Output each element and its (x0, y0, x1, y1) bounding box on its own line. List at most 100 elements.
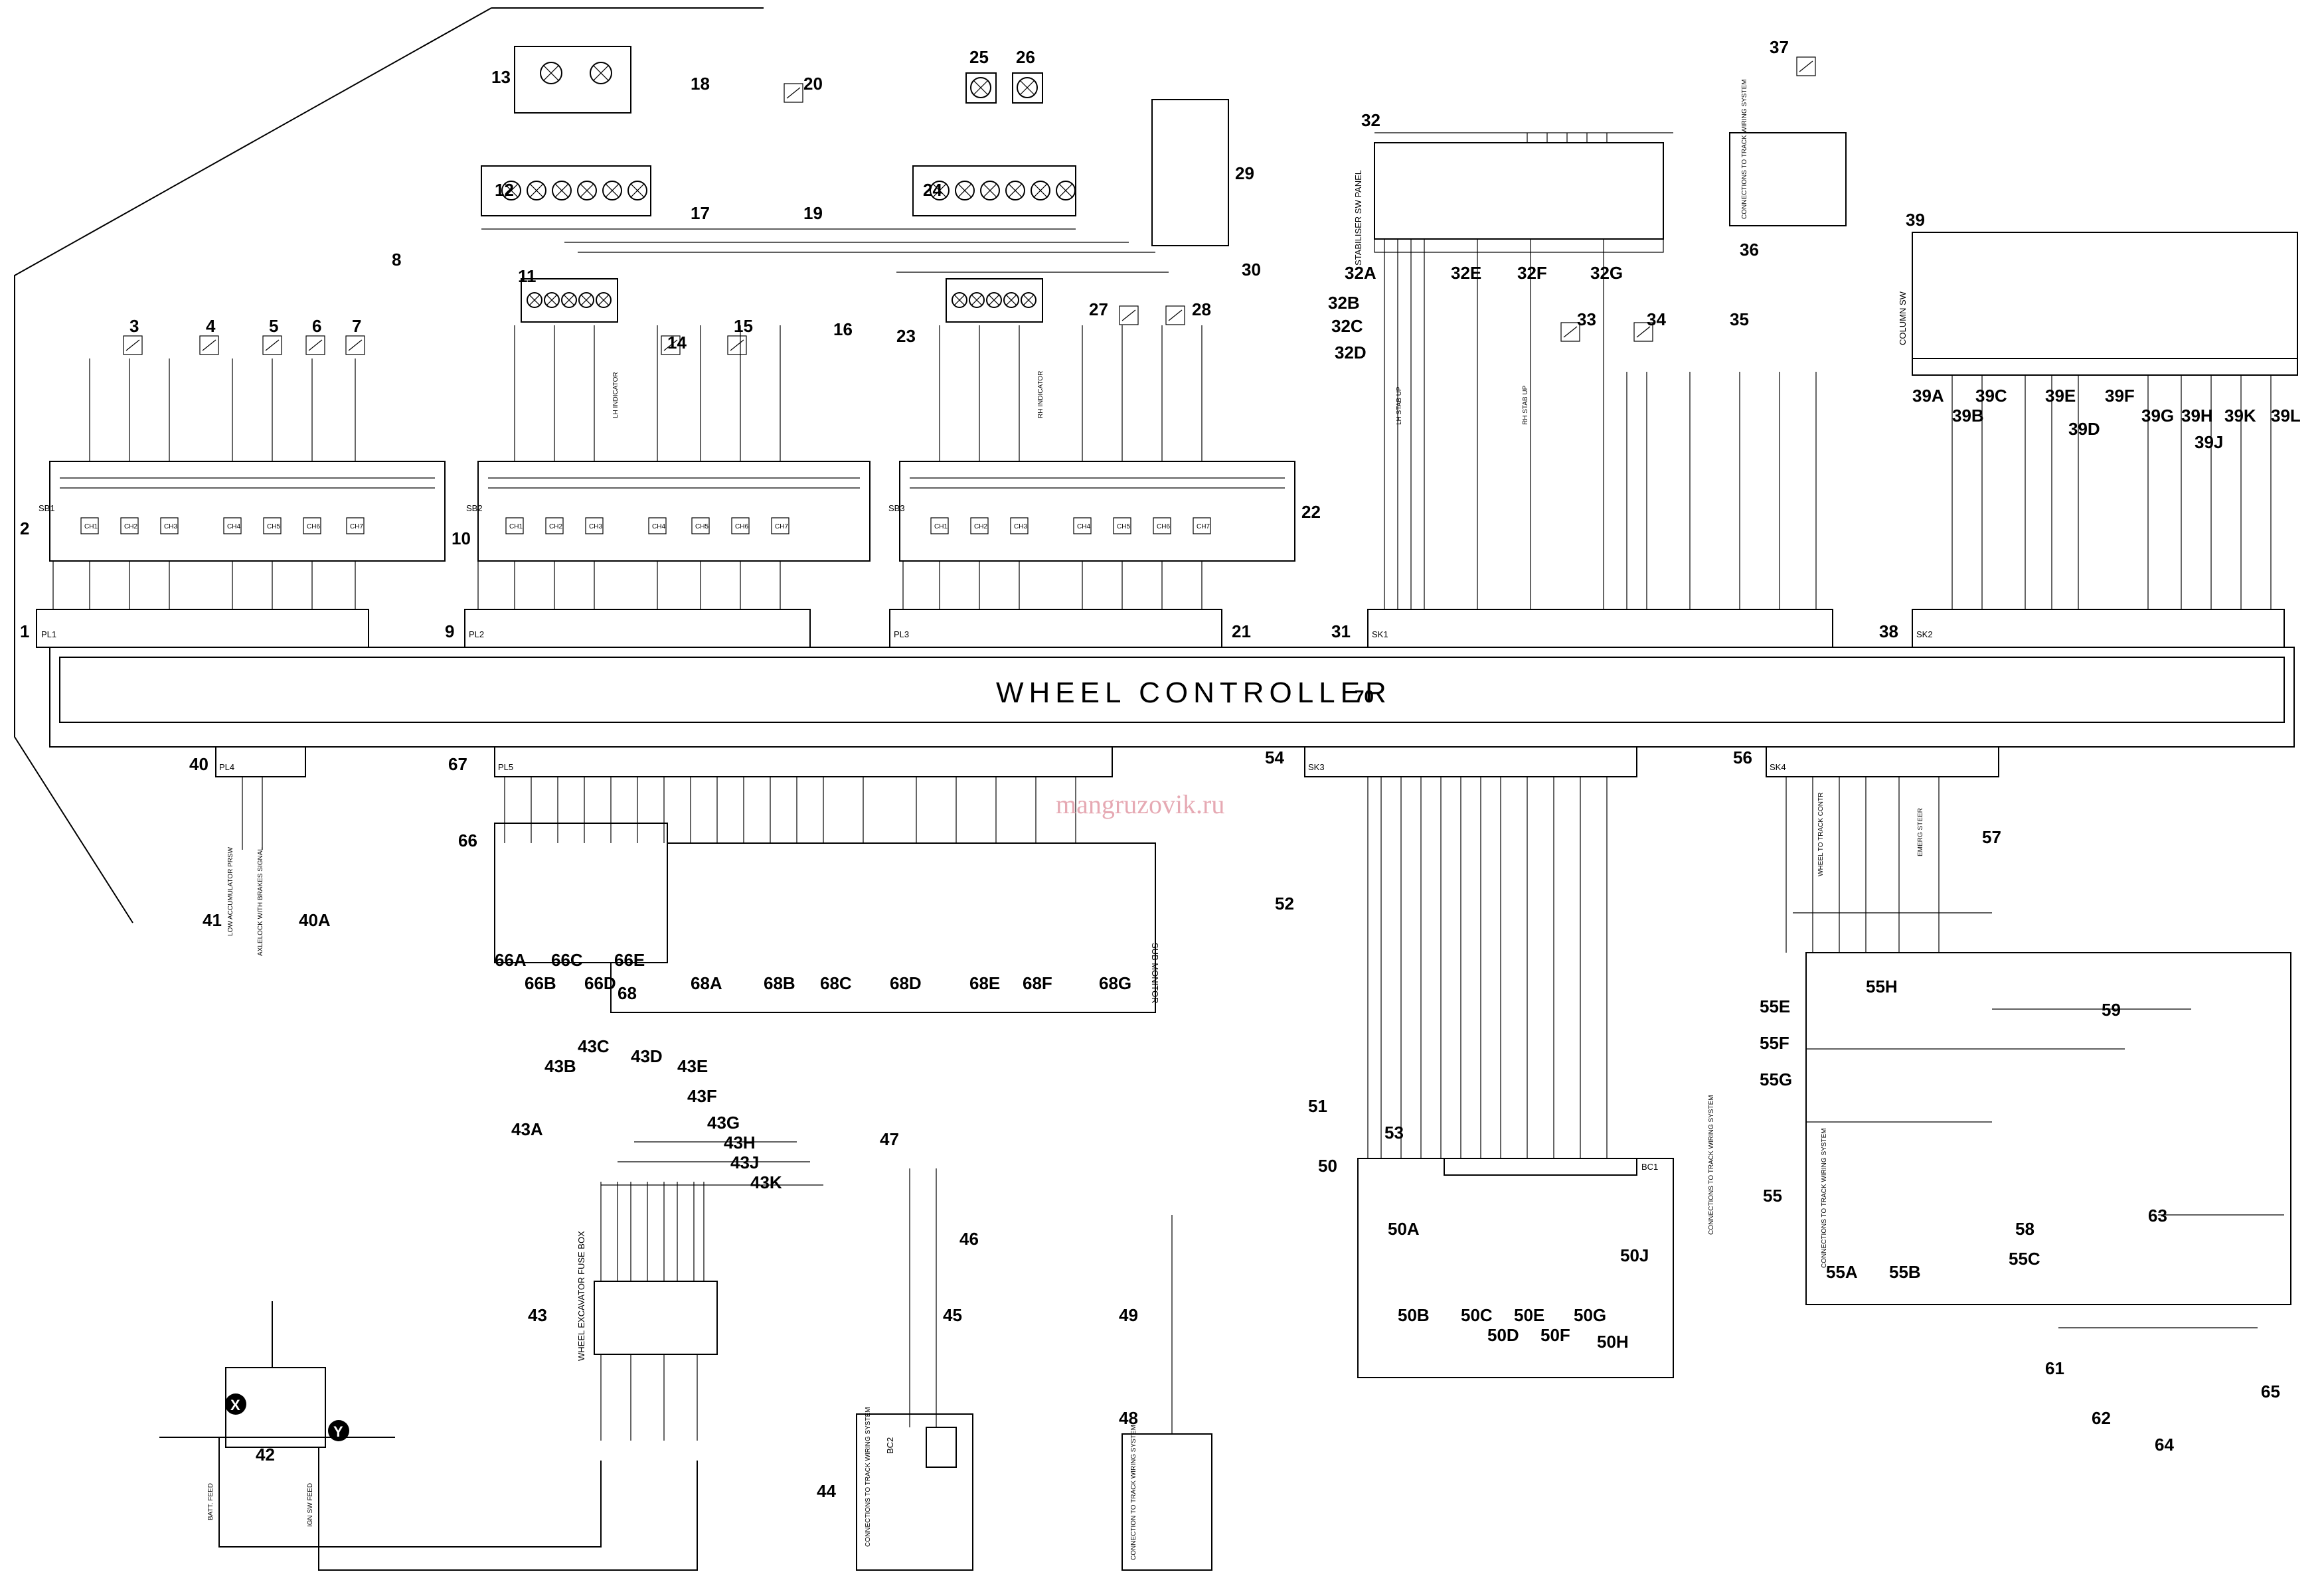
switch-icon (1560, 322, 1580, 342)
channel-box (930, 517, 949, 534)
led-group-66 (494, 823, 668, 963)
lamp-icon (577, 181, 597, 200)
switch-icon (1165, 305, 1185, 325)
callout-68a: 68A (691, 973, 722, 993)
callout-59: 59 (2102, 1000, 2121, 1020)
callout-30: 30 (1242, 260, 1261, 279)
pl3-label: PL3 (894, 629, 909, 639)
callout-48: 48 (1119, 1408, 1138, 1428)
callout-64: 64 (2155, 1435, 2174, 1455)
callout-55c: 55C (2009, 1249, 2040, 1269)
channel-label: CH3 (1014, 523, 1027, 530)
callout-52: 52 (1275, 894, 1294, 913)
sb1-label: SB1 (39, 503, 55, 513)
connector-sk1 (1367, 609, 1833, 648)
callout-25: 25 (969, 47, 989, 67)
channel-label: CH6 (735, 523, 748, 530)
switch-icon (345, 335, 365, 355)
callout-22: 22 (1301, 502, 1321, 522)
lamp-icon (527, 181, 546, 200)
connector-sk3 (1304, 746, 1637, 777)
callout-67: 67 (448, 754, 467, 774)
channel-label: CH3 (589, 523, 602, 530)
wire-runs (52, 132, 2284, 1441)
channel-label: CH7 (1197, 523, 1210, 530)
switch-icon (1796, 56, 1816, 76)
callout-68: 68 (618, 983, 637, 1003)
callout-50j: 50J (1620, 1245, 1649, 1265)
terminal-y-label: Y (333, 1423, 343, 1440)
callout-26: 26 (1016, 47, 1035, 67)
lamp-icon (544, 292, 560, 308)
channel-label: CH7 (775, 523, 788, 530)
callout-35: 35 (1730, 309, 1749, 329)
callout-43g: 43G (707, 1113, 740, 1133)
callout-54: 54 (1265, 748, 1284, 767)
channel-label: CH5 (267, 523, 280, 530)
callout-39e: 39E (2045, 386, 2076, 406)
outer-border (14, 7, 492, 923)
callout-17: 17 (691, 203, 710, 223)
connection-block-48 (1121, 1433, 1212, 1571)
switch-icon (305, 335, 325, 355)
lamp-icon (969, 292, 985, 308)
callout-21: 21 (1232, 621, 1251, 641)
callout-43b: 43B (544, 1056, 576, 1076)
callout-63: 63 (2148, 1206, 2167, 1226)
bc1-label: BC1 (1641, 1162, 1658, 1172)
channel-box (648, 517, 667, 534)
switch-bank-sb1 (49, 461, 446, 562)
channel-box (80, 517, 99, 534)
callout-39a: 39A (1912, 386, 1944, 406)
callout-55b: 55B (1889, 1262, 1921, 1282)
callout-39: 39 (1906, 210, 1925, 230)
callout-1: 1 (20, 621, 29, 641)
callout-31: 31 (1331, 621, 1351, 641)
sb3-label: SB3 (888, 503, 905, 513)
callout-66e: 66E (614, 950, 645, 970)
lamp-icon (561, 292, 577, 308)
lamp-icon (596, 292, 612, 308)
callout-40a: 40A (299, 910, 331, 930)
lamp-icon (501, 181, 521, 200)
callout-58: 58 (2015, 1219, 2034, 1239)
lamp-group-12 (481, 165, 651, 216)
low-accumulator-label: LOW ACCUMULATOR PRSW (227, 846, 234, 936)
connector-pl3 (889, 609, 1222, 648)
connection-block-36 (1729, 132, 1847, 226)
stabiliser-panel-label: STABILISER SW PANEL (1353, 170, 1363, 266)
channel-box (585, 517, 604, 534)
wheel-controller-title: WHEEL CONTROLLER (996, 676, 1392, 709)
callout-43f: 43F (687, 1086, 717, 1106)
rh-stab-up-label: RH STAB UP (1522, 385, 1529, 425)
callout-40: 40 (189, 754, 208, 774)
callout-37: 37 (1770, 37, 1789, 57)
callout-38: 38 (1879, 621, 1898, 641)
callout-43j: 43J (730, 1152, 759, 1172)
channel-box (303, 517, 321, 534)
sk4-label: SK4 (1770, 762, 1786, 772)
lamp-icon (540, 62, 562, 84)
lamp-icon (955, 181, 975, 200)
connection-block-55 (1805, 952, 2291, 1305)
conn-track-55-label: CONNECTIONS TO TRACK WIRING SYSTEM (1821, 1128, 1828, 1268)
callout-3: 3 (129, 316, 139, 336)
callout-9: 9 (445, 621, 454, 641)
channel-box (1010, 517, 1029, 534)
switch-bank-sb2 (477, 461, 871, 562)
callout-55h: 55H (1866, 977, 1898, 996)
switch-icon (1633, 322, 1653, 342)
lamp-icon (527, 292, 542, 308)
callout-24: 24 (923, 180, 942, 200)
connector-sk2 (1912, 609, 2285, 648)
channel-box (1153, 517, 1171, 534)
channel-box (731, 517, 750, 534)
switch-icon (727, 335, 747, 355)
pl4-label: PL4 (219, 762, 234, 772)
callout-36: 36 (1740, 240, 1759, 260)
callout-50a: 50A (1388, 1219, 1420, 1239)
callout-68e: 68E (969, 973, 1000, 993)
callout-7: 7 (352, 316, 361, 336)
callout-47: 47 (880, 1129, 899, 1149)
